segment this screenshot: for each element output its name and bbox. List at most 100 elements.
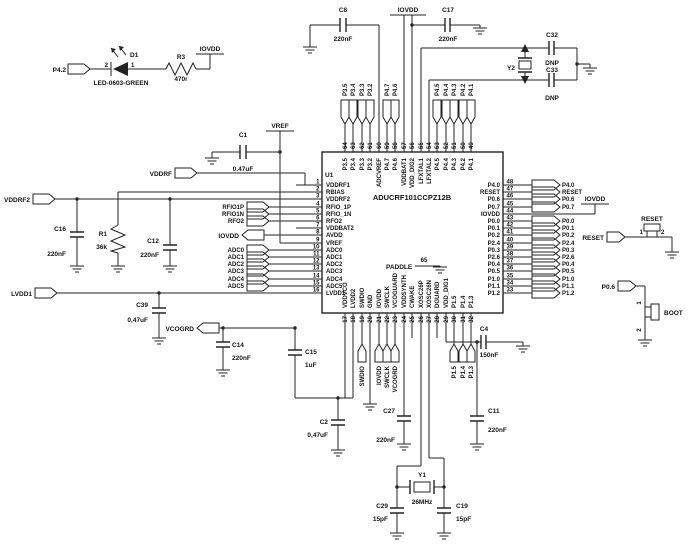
ic-pin-name: VDD_DIG1 (444, 277, 450, 308)
ic-pin-name: ADC2 (326, 262, 343, 268)
ground-icon (303, 46, 317, 54)
ic-pin-name: P4.1 (469, 157, 475, 170)
power-flag-label: IOVDD (200, 46, 221, 53)
net-flag-label: P4.2 (53, 67, 67, 74)
ic-pin-number: 22 (385, 315, 391, 322)
ic-pin-name: P1.0 (488, 277, 501, 283)
net-flag (246, 244, 270, 256)
cap-refdes: C4 (480, 326, 489, 333)
ic-pin-name: P0.6 (488, 197, 501, 203)
led-arrowhead-icon (111, 48, 116, 53)
cap-value: 220nF (488, 427, 507, 434)
net-flag-label: P0.0 (562, 219, 575, 225)
button-pin-number: 2 (661, 230, 665, 236)
net-flag (531, 201, 561, 213)
ic-pin-name: ADC3 (326, 269, 343, 275)
net-flag (441, 99, 451, 126)
ic-pin-name: RFO2 (326, 219, 343, 225)
net-flag-label: P3.5 (343, 83, 349, 96)
net-flag-label: P4.3 (452, 83, 458, 96)
boot-button-symbol[interactable] (650, 303, 660, 321)
cap-value: 220nF (439, 36, 458, 43)
diode-pin-number: 2 (105, 63, 109, 69)
ic-pin-name: VDD_DIG2 (410, 157, 416, 188)
net-flag (246, 251, 270, 263)
ic-pin-name: XOSC26P (419, 280, 425, 308)
net-flag-label: P1.5 (452, 365, 458, 378)
net-flag-label: P0.2 (562, 233, 575, 239)
junction-dot (410, 23, 414, 27)
net-flag-label: VCOGRD (165, 326, 194, 333)
power-flag-label: VREF (271, 123, 288, 130)
ic-pin-number: 54 (427, 142, 433, 149)
diode-refdes: D1 (130, 52, 139, 59)
power-flag-label: IOVDD (585, 196, 606, 203)
cap-refdes: C39 (136, 302, 148, 309)
net-flag-label: ADC3 (228, 269, 245, 275)
ic-pin-number: 33 (507, 288, 514, 294)
ground-icon (433, 266, 447, 274)
reset-button-label: RESET (641, 216, 663, 223)
ic-pin-number: 12 (313, 259, 320, 265)
ic-pin-number: 40 (507, 238, 514, 244)
net-flag-label: RFIO1N (222, 212, 244, 218)
crystal-y1-symbol (413, 481, 431, 493)
ic-pin-name: P2.4 (488, 241, 501, 247)
net-flag-label: SWCLK (385, 365, 391, 388)
ic-pin-number: 23 (393, 315, 399, 322)
ic-pin-number: 46 (507, 194, 514, 200)
net-flag-label: ADC4 (228, 277, 245, 283)
cap-refdes: C2 (320, 419, 329, 426)
ic-pin-number: 63 (351, 142, 357, 149)
ic-pin-name: RFIO_1P (326, 205, 351, 211)
ic-pin-name: ADC0 (326, 248, 343, 254)
net-flag-label: P4.6 (393, 83, 399, 96)
ic-pin-number: 14 (313, 274, 320, 280)
ic-pin-name: P4.7 (385, 157, 391, 170)
button-pin-number: 1 (640, 230, 644, 236)
ic-pin-number: 39 (507, 245, 514, 251)
ic-pin-name: P4.4 (444, 157, 450, 170)
net-flag-label: P4.4 (444, 83, 450, 96)
resistor-r3-symbol (165, 61, 197, 77)
net-flag (531, 287, 561, 299)
net-flag (246, 258, 270, 270)
net-flag (449, 342, 459, 363)
net-flag (246, 280, 270, 292)
net-flag-label: RESET (582, 235, 604, 242)
net-flag-label: P0.6 (562, 197, 575, 203)
ic-pin-name: P0.3 (488, 248, 501, 254)
net-flag (382, 342, 392, 363)
ground-icon (583, 67, 597, 75)
ic-pin-number: 55 (419, 142, 425, 149)
ic-pin-number: 48 (507, 180, 514, 186)
ic-pin-number: 34 (507, 281, 514, 287)
ic-pin-number: 62 (360, 142, 366, 149)
net-flag (357, 342, 367, 363)
ic-pin-name: VDDRF2 (326, 197, 351, 203)
ic-pin-name: VDDVCO (343, 282, 349, 308)
ic-pin-name: P1.5 (452, 295, 458, 308)
net-flag-label: P4.0 (562, 183, 575, 189)
ic-pin-name: P0.0 (488, 219, 501, 225)
ic-pin-number: 49 (469, 142, 475, 149)
ic-pin-name: P1.3 (469, 295, 475, 308)
net-flag-label: RFO2 (228, 219, 245, 225)
net-flag-label: P2.4 (562, 241, 575, 247)
junction-dot (575, 62, 579, 66)
net-flag-label: P3.4 (351, 83, 357, 96)
ic-pin-name: P0.5 (488, 269, 501, 275)
resistor-refdes: R1 (99, 231, 108, 238)
junction-arrow-icon (521, 44, 529, 52)
ic-pin-number: 45 (507, 202, 514, 208)
ic-pin-number: 6 (316, 216, 320, 222)
ic-pin-number: 21 (377, 315, 383, 322)
ic-pin-name: GND (368, 294, 374, 308)
ic-pin-name: P3.2 (368, 157, 374, 170)
reset-button-symbol[interactable] (643, 223, 661, 232)
button-pin-number: 2 (637, 328, 643, 332)
crystal-y1-plates (409, 480, 435, 494)
power-flag-label: IOVDD (398, 7, 419, 14)
net-flag (340, 99, 350, 126)
